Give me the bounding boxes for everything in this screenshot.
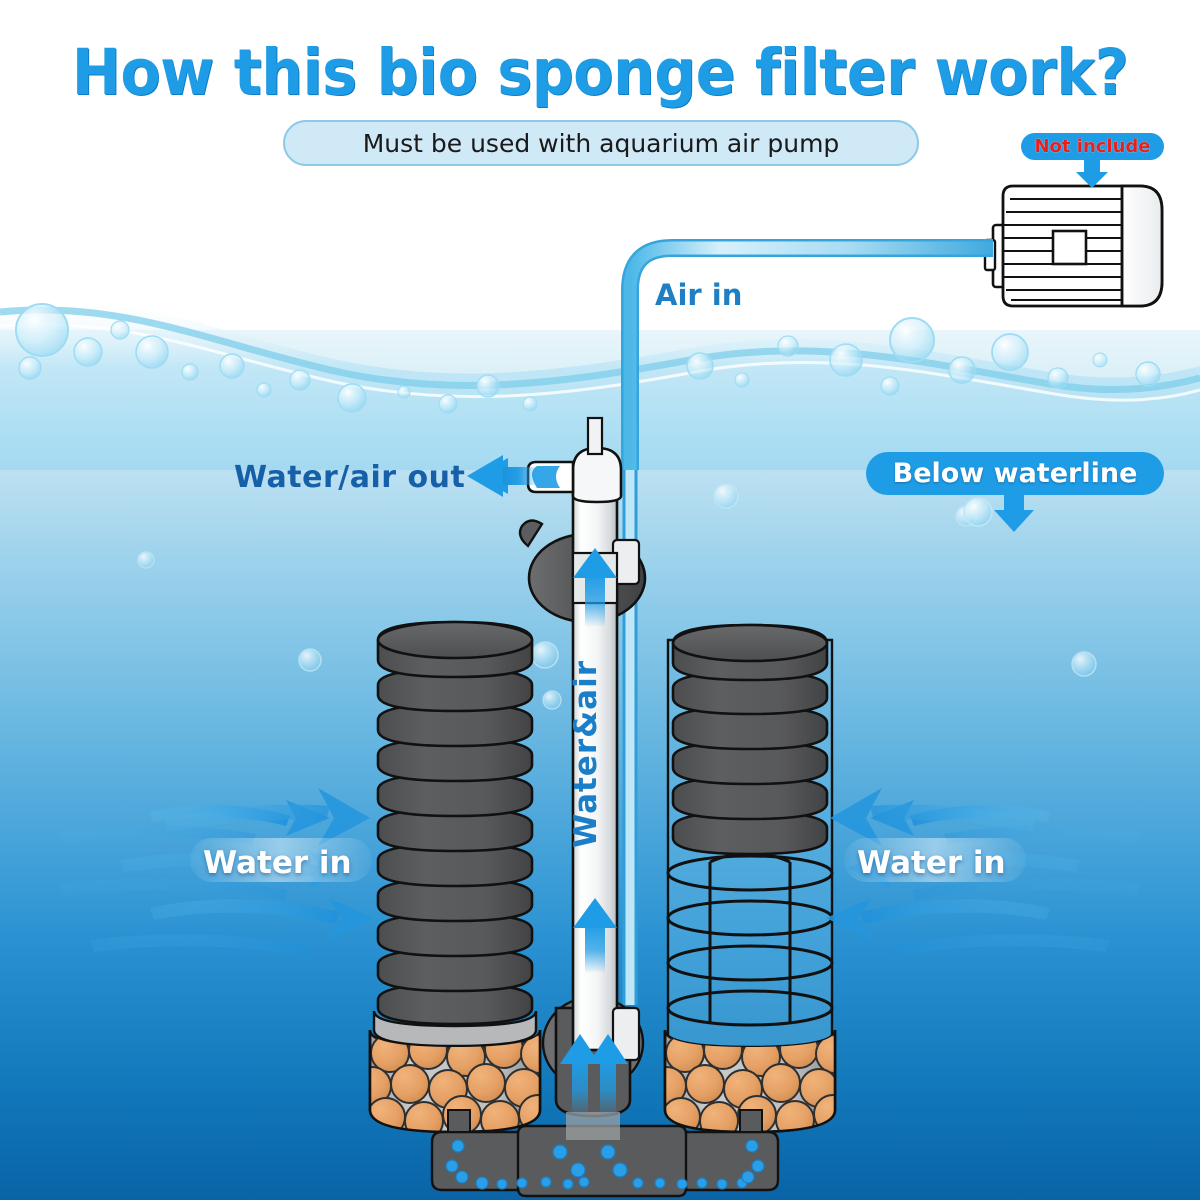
not-include-text: Not include [1034,136,1151,157]
water-in-label-right: Water in [857,845,1006,881]
bubble-outlets [445,1139,765,1190]
water-air-out-label: Water/air out [234,460,466,495]
below-waterline-text: Below waterline [892,458,1138,489]
below-waterline-badge: Below waterline [866,452,1164,495]
surface-bubbles [15,303,1161,414]
arrow-up-intake-2 [588,1034,628,1116]
arrow-up-intake-1 [560,1034,600,1116]
base-plate [430,1109,780,1198]
sponge-column-right [666,623,834,1057]
subtitle-text: Must be used with aquarium air pump [362,128,840,158]
air-in-label: Air in [655,278,743,312]
sponge-column-left [376,620,534,1026]
below-waterline-arrow [963,494,1034,532]
air-pump [983,184,1164,308]
arrow-up-top [573,548,617,626]
not-include-badge: Not include [1021,133,1164,160]
flow-arrows [467,455,628,1116]
bio-media-chamber-left [368,1010,542,1134]
subtitle-badge: Must be used with aquarium air pump [283,120,919,166]
bio-media-chamber-right [663,1029,837,1134]
page-title: How this bio sponge filter work? [71,36,1129,109]
water-and-air-label: Water&air [568,660,604,849]
water-in-label-left: Water in [203,845,352,881]
arrow-out-label [467,455,537,497]
arrow-up-mid [573,898,617,972]
water-surface-wave [0,297,1200,710]
water-in-pill-left [190,838,372,882]
not-include-arrow [1076,159,1108,188]
water-in-pill-right [844,838,1026,882]
